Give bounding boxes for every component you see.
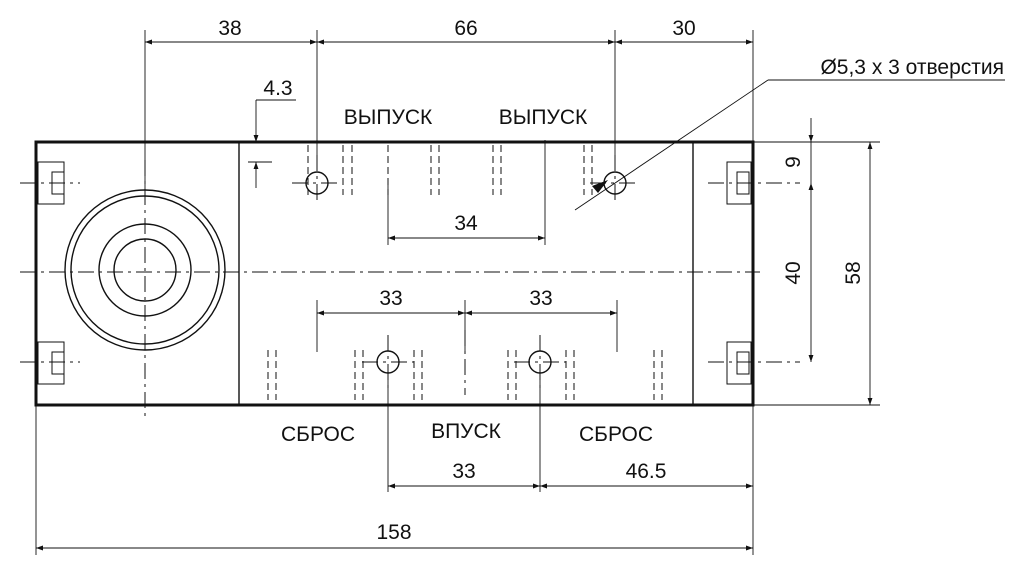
dim-top-left: 38 [218,17,241,40]
dim-right-height: 58 [842,261,865,284]
dim-top-right: 30 [672,17,695,40]
hidden-port-lines [267,145,663,400]
dim-exhaust-right-spacing: 33 [529,287,552,310]
dim-outlet-spacing: 34 [454,212,478,235]
exhaust-right-label: СБРОС [579,423,653,446]
outlet-left-label: ВЫПУСК [344,106,433,129]
dim-offset-small: 4.3 [263,77,292,100]
side-slots [37,161,752,385]
outlet-right-label: ВЫПУСК [499,106,588,129]
body-outline [34,140,755,407]
holes-note: Ø5,3 x 3 отверстия [820,56,1004,79]
extension-lines [35,30,880,555]
dim-bottom-middle: 33 [452,460,475,483]
dimension-lines [36,39,873,551]
center-lines [20,155,800,420]
inlet-label: ВПУСК [431,420,502,443]
dim-right-small: 9 [782,156,805,168]
dim-overall-length: 158 [376,521,411,544]
dimension-labels: 38 66 30 4.3 34 33 33 33 46.5 158 9 40 5… [218,17,865,544]
dim-top-middle: 66 [454,17,477,40]
dim-exhaust-left-spacing: 33 [379,287,402,310]
dim-bottom-right: 46.5 [626,460,667,483]
exhaust-left-label: СБРОС [281,423,355,446]
dim-right-middle: 40 [782,261,805,284]
hole-note-leader [574,79,1005,211]
port-labels: Ø5,3 x 3 отверстия ВЫПУСК ВЫПУСК СБРОС В… [281,56,1004,446]
